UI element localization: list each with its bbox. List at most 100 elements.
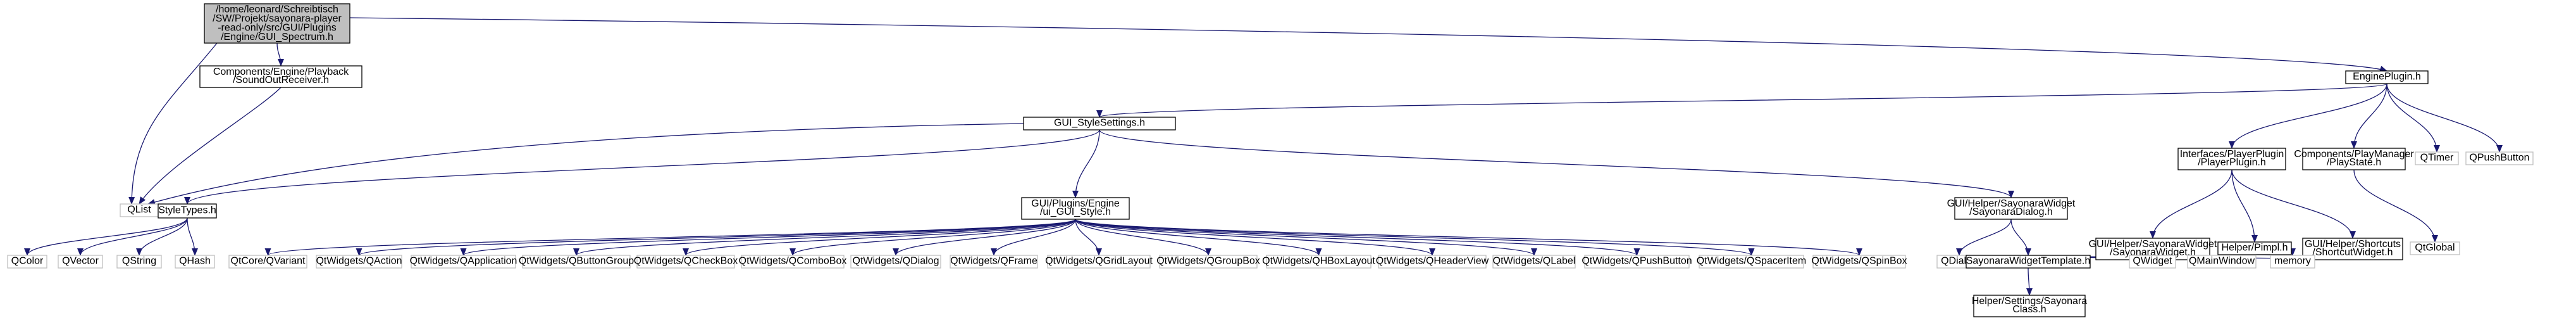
- node-qlist[interactable]: QList: [120, 203, 159, 217]
- node-label-line: /home/leonard/Schreibtisch: [216, 4, 338, 15]
- node-label-line: QtWidgets/QAction: [316, 256, 402, 267]
- node-label-line: GUI_StyleSettings.h: [1054, 118, 1145, 129]
- node-swtemplate[interactable]: SayonaraWidgetTemplate.h: [1966, 255, 2091, 269]
- node-box: [7, 255, 47, 269]
- edge-uistyle-to-qgroupbox: [1075, 219, 1211, 256]
- node-label-line: /SoundOutReceiver.h: [233, 75, 329, 86]
- node-sayonaradialog[interactable]: GUI/Helper/SayonaraWidget/SayonaraDialog…: [1947, 197, 2076, 220]
- edge-line: [2150, 169, 2232, 239]
- node-stylesettings[interactable]: GUI_StyleSettings.h: [1023, 117, 1176, 131]
- node-label-line: /SW/Projekt/sayonara-player: [213, 13, 342, 24]
- node-box: [2415, 151, 2459, 165]
- node-label-line: Helper/Pimpl.h: [2222, 243, 2288, 253]
- node-qheaderview[interactable]: QtWidgets/QHeaderView: [1376, 255, 1489, 269]
- node-qmainwindow[interactable]: QMainWindow: [2187, 255, 2257, 269]
- edge-uistyle-to-qheaderview: [1075, 219, 1435, 256]
- node-box: [850, 255, 941, 269]
- edge-styletypes-to-qhash: [187, 217, 198, 256]
- edge-line: [1075, 219, 1322, 256]
- node-qcheckbox[interactable]: QtWidgets/QCheckBox: [634, 255, 738, 269]
- edge-styletypes-to-qvector: [77, 217, 188, 256]
- edge-uistyle-to-qcombobox: [790, 219, 1076, 256]
- edge-line: [893, 219, 1076, 256]
- node-label-line: QPushButton: [2469, 153, 2529, 163]
- node-box: [2129, 255, 2176, 269]
- node-helperpimpl[interactable]: Helper/Pimpl.h: [2217, 241, 2292, 255]
- edge-line: [1956, 219, 2012, 256]
- node-qhash[interactable]: QHash: [175, 255, 215, 269]
- node-engineplugin[interactable]: EnginePlugin.h: [2345, 70, 2429, 84]
- edge-uistyle-to-qspaceritem: [1075, 219, 1755, 256]
- node-box: [2217, 241, 2292, 255]
- node-qapplication[interactable]: QtWidgets/QApplication: [410, 255, 517, 269]
- node-qgridlayout[interactable]: QtWidgets/QGridLayout: [1045, 255, 1153, 269]
- node-qgroupbox[interactable]: QtWidgets/QGroupBox: [1156, 255, 1260, 269]
- node-box: [636, 255, 735, 269]
- node-label-line: /Engine/GUI_Spectrum.h: [221, 32, 333, 42]
- node-box: [204, 3, 350, 44]
- node-qwidget[interactable]: QWidget: [2129, 255, 2176, 269]
- node-qbuttongroup[interactable]: QtWidgets/QButtonGroup: [519, 255, 634, 269]
- edge-line: [265, 219, 1076, 256]
- node-box: [199, 65, 362, 88]
- node-label-line: Interfaces/PlayerPlugin: [2180, 149, 2284, 160]
- edge-line: [356, 219, 1076, 256]
- node-qspaceritem[interactable]: QtWidgets/QSpacerItem: [1697, 255, 1806, 269]
- edge-uistyle-to-qdialogw: [893, 219, 1076, 256]
- edge-styletypes-to-qcolor: [24, 217, 188, 256]
- node-qlabel[interactable]: QtWidgets/QLabel: [1492, 255, 1576, 269]
- edge-line: [2010, 219, 2031, 256]
- node-qcolor[interactable]: QColor: [7, 255, 47, 269]
- edge-engineplugin-to-qtimer: [2386, 83, 2440, 153]
- node-box: [2410, 241, 2460, 255]
- node-box: [1492, 255, 1576, 269]
- node-root[interactable]: /home/leonard/Schreibtisch/SW/Projekt/sa…: [204, 3, 350, 44]
- node-label-line: StyleTypes.h: [158, 205, 216, 216]
- node-qframe[interactable]: QtWidgets/QFrame: [950, 255, 1038, 269]
- node-playstate[interactable]: Components/PlayManager/PlayState.h: [2294, 148, 2414, 170]
- node-memory[interactable]: memory: [2270, 255, 2315, 269]
- node-qspinbox[interactable]: QtWidgets/QSpinBox: [1811, 255, 1907, 269]
- node-playerplugin[interactable]: Interfaces/PlayerPlugin/PlayerPlugin.h: [2177, 148, 2286, 170]
- node-label-line: QtWidgets/QButtonGroup: [519, 256, 634, 267]
- node-qpushbuttonw[interactable]: QtWidgets/QPushButton: [1582, 255, 1692, 269]
- node-shortcutwidget[interactable]: GUI/Helper/Shortcuts/ShortcutWidget.h: [2302, 238, 2403, 260]
- node-label-line: /PlayState.h: [2327, 157, 2381, 168]
- node-uistyle[interactable]: GUI/Plugins/Engine/ui_GUI_Style.h: [1021, 197, 1130, 220]
- node-qtimer[interactable]: QTimer: [2415, 151, 2459, 165]
- node-qdialogw[interactable]: QtWidgets/QDialog: [850, 255, 941, 269]
- node-label-line: /ui_GUI_Style.h: [1040, 207, 1111, 217]
- node-label-line: QHash: [179, 256, 211, 267]
- node-box: [1047, 255, 1151, 269]
- node-label-line: QtWidgets/QHBoxLayout: [1262, 256, 1375, 267]
- edge-styletypes-to-qstring: [136, 217, 188, 256]
- node-qpushbutton[interactable]: QPushButton: [2465, 151, 2534, 165]
- node-qstring[interactable]: QString: [116, 255, 162, 269]
- node-qvariant[interactable]: QtCore/QVariant: [228, 255, 307, 269]
- node-soundout[interactable]: Components/Engine/Playback/SoundOutRecei…: [199, 65, 362, 88]
- edge-line: [1075, 219, 1862, 256]
- edge-line: [991, 219, 1076, 256]
- node-qcombobox[interactable]: QtWidgets/QComboBox: [739, 255, 847, 269]
- edge-uistyle-to-qaction: [356, 219, 1076, 256]
- edge-line: [460, 219, 1076, 256]
- node-styletypes[interactable]: StyleTypes.h: [158, 203, 217, 219]
- edge-playerplugin-to-shortcutwidget: [2231, 169, 2356, 239]
- node-box: [1023, 117, 1176, 131]
- node-qvector[interactable]: QVector: [58, 255, 103, 269]
- node-qaction[interactable]: QtWidgets/QAction: [316, 255, 402, 269]
- node-box: [158, 203, 217, 219]
- node-qglobal[interactable]: QtGlobal: [2410, 241, 2460, 255]
- node-box: [2177, 148, 2286, 170]
- node-label-line: SayonaraWidgetTemplate.h: [1966, 256, 2091, 267]
- edge-line: [790, 219, 1076, 256]
- edge-line: [139, 87, 282, 205]
- edge-uistyle-to-qhboxlayout: [1075, 219, 1322, 256]
- node-label-line: QtWidgets/QLabel: [1493, 256, 1576, 267]
- node-qhboxlayout[interactable]: QtWidgets/QHBoxLayout: [1262, 255, 1375, 269]
- node-box: [1954, 197, 2068, 220]
- edge-uistyle-to-qbuttongroup: [573, 219, 1076, 256]
- edge-playerplugin-to-helperpimpl: [2231, 169, 2258, 243]
